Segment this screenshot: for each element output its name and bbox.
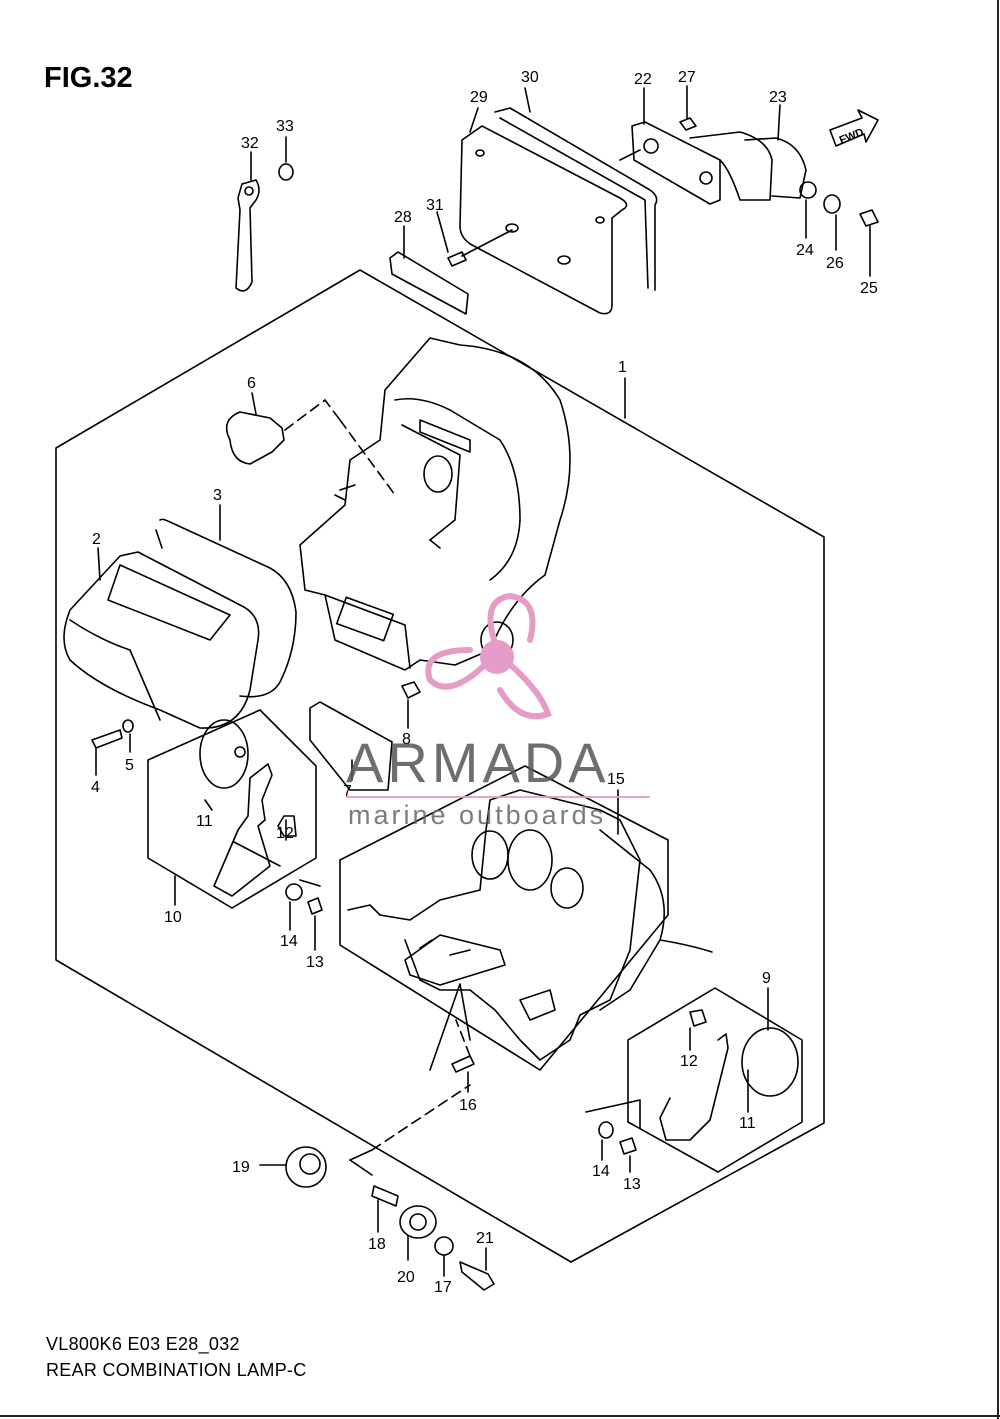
callout-19: 19 — [232, 1159, 250, 1176]
callout-13: 13 — [306, 954, 324, 971]
callout-24: 24 — [796, 242, 814, 259]
callout-4: 4 — [91, 779, 100, 796]
callout-21: 21 — [476, 1230, 494, 1247]
callout-11: 11 — [196, 813, 213, 830]
lamp-housing — [299, 337, 571, 671]
callout-16: 16 — [459, 1097, 477, 1114]
callout-1: 1 — [618, 359, 627, 376]
fig-title: FIG.32 — [44, 62, 133, 94]
tail-lens — [63, 551, 260, 729]
callout-27: 27 — [678, 69, 696, 86]
callout-2: 2 — [92, 531, 101, 548]
callout-18: 18 — [368, 1236, 386, 1253]
watermark-brand: ARMADA — [346, 731, 610, 794]
figure-caption: REAR COMBINATION LAMP-C — [46, 1360, 307, 1380]
callout-20: 20 — [397, 1269, 415, 1286]
frame-right-edge — [997, 0, 999, 1419]
callout-32: 32 — [241, 135, 259, 152]
watermark-divider — [346, 796, 650, 798]
callout-labels: 1 2 3 4 5 6 7 8 9 10 11 12 13 14 15 16 1… — [91, 69, 878, 1296]
callout-10: 10 — [164, 909, 182, 926]
model-code: VL800K6 E03 E28_032 — [46, 1334, 240, 1354]
callout-13b: 13 — [623, 1176, 641, 1193]
callout-3: 3 — [213, 487, 222, 504]
callout-8: 8 — [402, 731, 411, 748]
callout-22: 22 — [634, 71, 652, 88]
callout-9: 9 — [762, 970, 771, 987]
fwd-arrow-shape — [829, 109, 879, 147]
callout-31: 31 — [426, 197, 444, 214]
callout-30: 30 — [521, 69, 539, 86]
watermark-tagline: marine outboards — [348, 800, 607, 830]
callout-33: 33 — [276, 118, 294, 135]
callout-12b: 12 — [680, 1053, 698, 1070]
callout-7: 7 — [343, 783, 352, 800]
callout-14: 14 — [280, 933, 298, 950]
callout-6: 6 — [247, 375, 256, 392]
callout-17: 17 — [434, 1279, 452, 1296]
callout-26: 26 — [826, 255, 844, 272]
callout-15: 15 — [607, 771, 625, 788]
callout-14b: 14 — [592, 1163, 610, 1180]
callout-29: 29 — [470, 89, 488, 106]
callout-12: 12 — [276, 825, 294, 842]
callout-25: 25 — [860, 280, 878, 297]
callout-23: 23 — [769, 89, 787, 106]
callout-28: 28 — [394, 209, 412, 226]
propeller-logo-icon — [425, 592, 552, 720]
callout-5: 5 — [125, 757, 134, 774]
callout-11b: 11 — [739, 1115, 756, 1132]
frame-bottom-edge — [0, 1415, 1000, 1417]
assembly-outline — [55, 269, 825, 1263]
plate-bracket — [459, 125, 628, 315]
fwd-label: FWD — [838, 126, 866, 147]
